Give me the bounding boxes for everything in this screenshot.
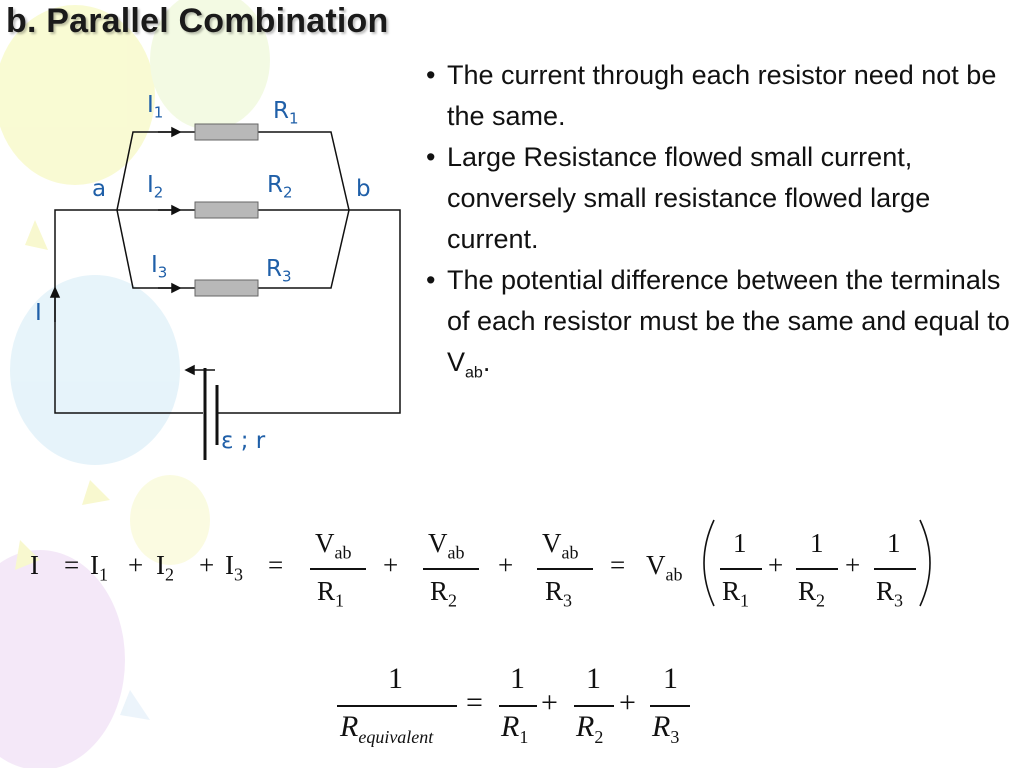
eq1-fraction-bar-5: [796, 568, 838, 570]
arrow-battery-head: [184, 364, 195, 376]
eq1-plus-3: +: [383, 550, 399, 580]
eq2-fraction-bar-2: [574, 705, 614, 707]
eq2-one-1: 1: [510, 662, 525, 695]
eq1-numerator-vab-3: Vab: [542, 528, 579, 563]
eq2-fraction-bar-3: [650, 705, 690, 707]
bullet-subscript: ab: [465, 364, 483, 382]
balloon-yellow-small: [130, 475, 210, 565]
resistor-r3-label: R3: [266, 256, 292, 286]
eq1-denominator-r3: R3: [545, 576, 573, 611]
sparkle-4: [15, 540, 40, 570]
eq2-fraction-bar-1: [499, 705, 537, 707]
balloon-green: [150, 0, 270, 130]
left-paren: [703, 519, 715, 607]
eq1-fraction-bar-6: [874, 568, 916, 570]
bullet-tail: .: [482, 347, 491, 377]
arrow-i1-head: [171, 126, 182, 138]
eq1-I3: I3: [225, 550, 243, 585]
arrow-i2-head: [171, 204, 182, 216]
sparkle-3: [120, 690, 150, 720]
eq1-r1: R1: [722, 576, 750, 611]
eq2-one-3: 1: [663, 662, 678, 695]
current-i1-label: I1: [147, 92, 164, 122]
eq2-plus-1: +: [541, 686, 558, 719]
right-paren: [919, 519, 931, 607]
eq1-I2: I2: [156, 550, 174, 585]
balloon-purple: [0, 550, 125, 768]
eq1-fraction-bar-4: [720, 568, 762, 570]
eq1-I1: I1: [90, 550, 108, 585]
eq1-numerator-vab-2: Vab: [428, 528, 465, 563]
current-i3-label: I3: [151, 252, 168, 282]
wire-branch-3-right: [258, 209, 350, 289]
total-current-label: I: [35, 300, 42, 326]
eq2-r2: R2: [576, 710, 604, 748]
resistor-r1: [194, 123, 259, 141]
battery-label: ε ; r: [221, 428, 266, 454]
eq1-equals-2: =: [268, 550, 284, 580]
resistor-r1-label: R1: [273, 98, 299, 128]
eq1-one-1: 1: [733, 528, 747, 558]
eq2-one-2: 1: [586, 662, 601, 695]
eq1-fraction-bar-3: [537, 568, 593, 570]
eq1-one-2: 1: [810, 528, 824, 558]
balloon-yellow: [0, 5, 155, 185]
bullet-dot: •: [426, 60, 436, 90]
node-a-label: a: [92, 176, 107, 202]
current-i2-label: I2: [147, 172, 164, 202]
eq1-one-3: 1: [887, 528, 901, 558]
eq1-plus-4: +: [498, 550, 514, 580]
bullet-text: Large Resistance flowed small current, c…: [447, 142, 931, 254]
eq2-equals: =: [466, 686, 483, 719]
eq1-fraction-bar-2: [423, 568, 479, 570]
bullet-text: The current through each resistor need n…: [447, 60, 997, 131]
eq2-one-left: 1: [388, 662, 403, 695]
arrow-i3-head: [171, 282, 182, 294]
slide-title: b. Parallel Combination: [6, 2, 389, 40]
bullet-item: • Large Resistance flowed small current,…: [424, 137, 1014, 260]
eq1-denominator-r2: R2: [430, 576, 458, 611]
resistor-r3: [194, 279, 259, 297]
wire-right-outer: [217, 209, 401, 414]
eq1-equals-3: =: [610, 550, 626, 580]
wire-branch-1-right: [258, 131, 350, 211]
eq2-fraction-bar-left: [337, 705, 457, 707]
bullet-list: • The current through each resistor need…: [424, 55, 1014, 393]
eq1-equals-1: =: [64, 550, 80, 580]
eq2-r3: R3: [652, 710, 680, 748]
eq1-plus-2: +: [199, 550, 215, 580]
eq1-numerator-vab-1: Vab: [315, 528, 352, 563]
eq1-r2: R2: [798, 576, 826, 611]
bullet-item: • The potential difference between the t…: [424, 260, 1014, 393]
eq1-denominator-r1: R1: [317, 576, 345, 611]
arrow-total-current-head: [49, 286, 61, 298]
bullet-item: • The current through each resistor need…: [424, 55, 1014, 137]
eq1-total-I: I: [30, 550, 39, 580]
eq1-r3: R3: [876, 576, 904, 611]
balloon-blue: [10, 275, 180, 465]
eq2-r1: R1: [501, 710, 529, 748]
sparkle-2: [82, 480, 110, 505]
eq2-r-equivalent: Requivalent: [340, 710, 434, 748]
bullet-dot: •: [426, 265, 436, 295]
eq1-plus-1: +: [128, 550, 144, 580]
resistor-r2-label: R2: [267, 172, 293, 202]
sparkle-1: [25, 220, 48, 250]
bullet-dot: •: [426, 142, 436, 172]
eq1-fraction-bar-1: [310, 568, 366, 570]
bullet-text: The potential difference between the ter…: [447, 265, 1010, 377]
node-b-label: b: [356, 176, 371, 202]
resistor-r2: [194, 201, 259, 219]
eq1-plus-6: +: [845, 550, 861, 580]
eq1-plus-5: +: [768, 550, 784, 580]
eq1-vab-factor: Vab: [646, 550, 683, 585]
eq2-plus-2: +: [619, 686, 636, 719]
